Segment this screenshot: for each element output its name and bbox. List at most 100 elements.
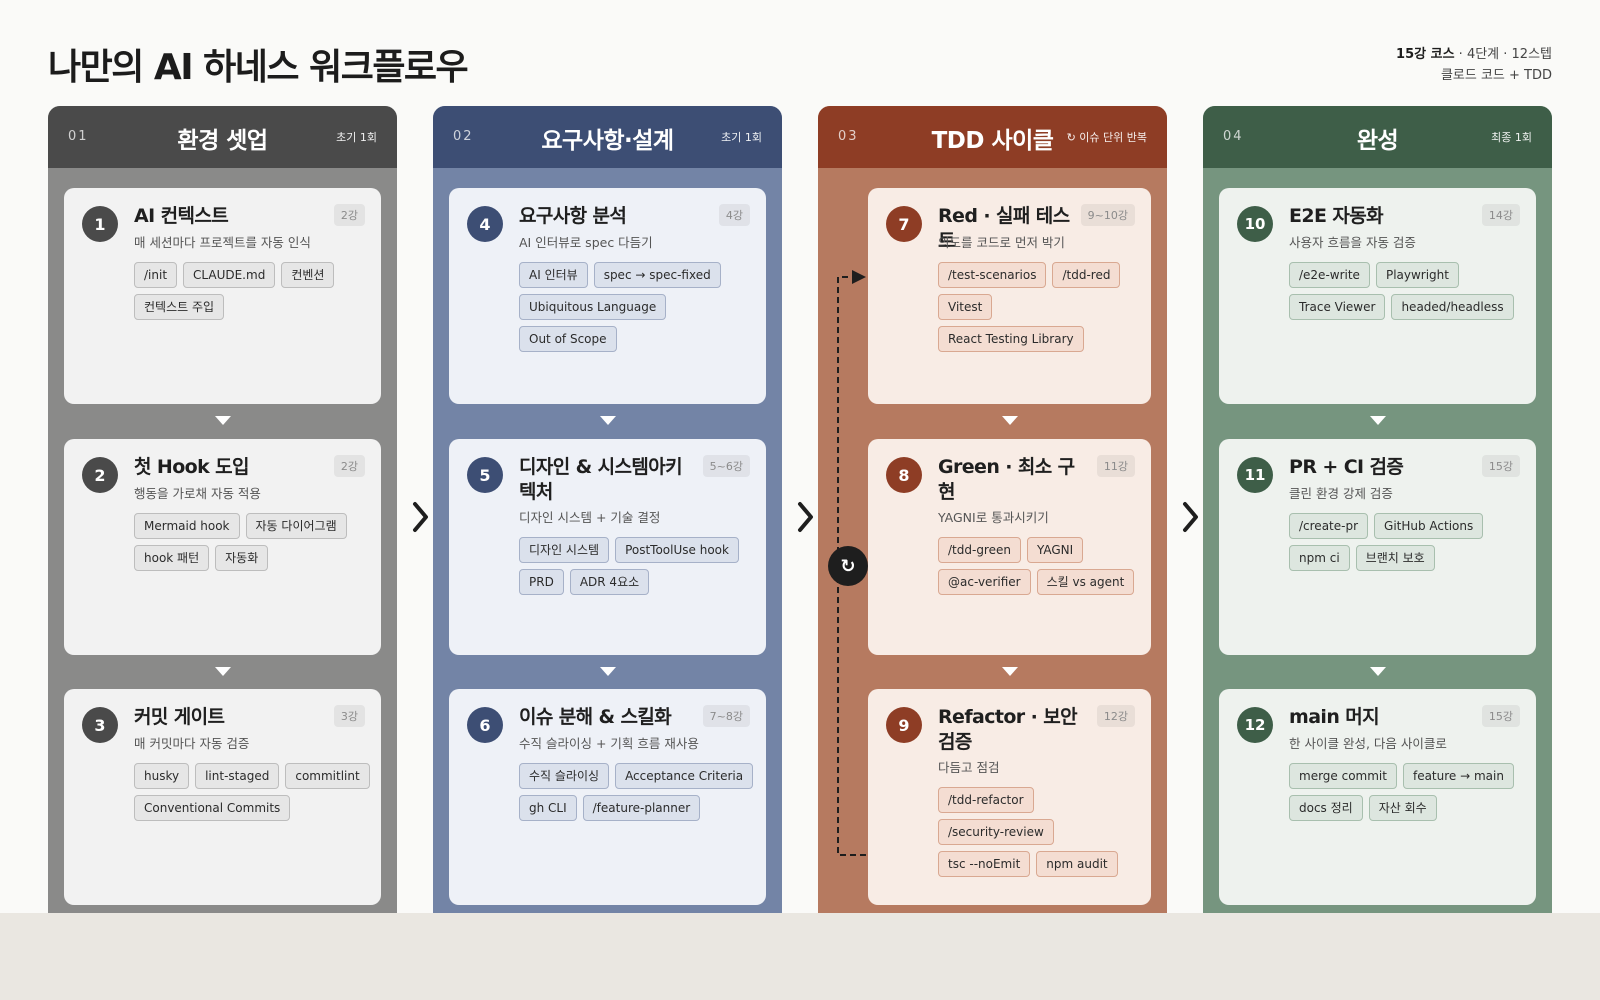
phase-title: 환경 셋업 bbox=[177, 128, 268, 154]
phase-frequency: 초기 1회 bbox=[336, 131, 377, 144]
tool-chip: React Testing Library bbox=[938, 326, 1084, 352]
lecture-badge: 4강 bbox=[718, 204, 750, 226]
tool-chip: /e2e-write bbox=[1289, 262, 1370, 288]
step-description: 한 사이클 완성, 다음 사이클로 bbox=[1289, 736, 1447, 751]
tool-chip: Playwright bbox=[1375, 262, 1459, 288]
tool-chip: CLAUDE.md bbox=[183, 262, 276, 288]
tool-chip: 자동화 bbox=[215, 545, 269, 571]
step-title: AI 컨텍스트 bbox=[134, 205, 229, 227]
step-title: Refactor · 보안 검증 bbox=[938, 706, 1078, 753]
step-description: 행동을 가로채 자동 적용 bbox=[134, 486, 261, 501]
step-title: 이슈 분해 & 스킬화 bbox=[519, 706, 672, 728]
tool-chip: Conventional Commits bbox=[134, 795, 291, 821]
tool-chip: /security-review bbox=[938, 819, 1054, 845]
tool-chip: feature → main bbox=[1402, 763, 1514, 789]
step-number-badge: 7 bbox=[886, 206, 922, 242]
lecture-badge: 14강 bbox=[1481, 204, 1520, 226]
step-description: 매 세션마다 프로젝트를 자동 인식 bbox=[134, 235, 311, 250]
course-meta-steps: · 4단계 · 12스텝 bbox=[1454, 47, 1552, 62]
lecture-badge: 2강 bbox=[333, 455, 365, 477]
step-title: 첫 Hook 도입 bbox=[134, 456, 250, 478]
step-number-badge: 10 bbox=[1237, 206, 1273, 242]
tool-chip: lint-staged bbox=[195, 763, 280, 789]
step-description: 클린 환경 강제 검증 bbox=[1289, 486, 1393, 501]
phase-frequency: ↻ 이슈 단위 반복 bbox=[1066, 131, 1147, 144]
down-arrow-icon bbox=[1369, 416, 1386, 425]
tool-chip: /init bbox=[134, 262, 178, 288]
step-number-badge: 6 bbox=[467, 707, 503, 743]
tool-chip: /create-pr bbox=[1289, 513, 1369, 539]
step-description: 매 커밋마다 자동 검증 bbox=[134, 736, 250, 751]
phase-number: 01 bbox=[68, 129, 89, 144]
step-number-badge: 12 bbox=[1237, 707, 1273, 743]
tool-chip: /test-scenarios bbox=[938, 262, 1047, 288]
tool-chip: GitHub Actions bbox=[1374, 513, 1484, 539]
step-description: 다듬고 점검 bbox=[938, 760, 1000, 775]
tool-chip: /tdd-refactor bbox=[938, 787, 1034, 813]
lecture-badge: 15강 bbox=[1481, 705, 1520, 727]
tool-chip: ADR 4요소 bbox=[569, 569, 650, 595]
next-phase-chevron-icon bbox=[1183, 502, 1198, 532]
step-title: Red · 실패 테스트 bbox=[938, 205, 1070, 252]
phase-title: 완성 bbox=[1356, 128, 1399, 154]
tool-chip: PRD bbox=[519, 569, 564, 595]
tool-chip: /tdd-red bbox=[1052, 262, 1121, 288]
step-description: 의도를 코드로 먼저 박기 bbox=[938, 235, 1065, 250]
tool-chip: 컨벤션 bbox=[281, 262, 335, 288]
tool-chip: gh CLI bbox=[519, 795, 577, 821]
phase-title: TDD 사이클 bbox=[931, 128, 1054, 154]
tool-chip: AI 인터뷰 bbox=[519, 262, 588, 288]
tool-chip: npm audit bbox=[1036, 851, 1118, 877]
step-number-badge: 4 bbox=[467, 206, 503, 242]
tool-chip: PostToolUse hook bbox=[615, 537, 739, 563]
tool-chip: /feature-planner bbox=[582, 795, 701, 821]
tool-chip: /tdd-green bbox=[938, 537, 1021, 563]
lecture-badge: 7~8강 bbox=[702, 705, 750, 727]
step-title: main 머지 bbox=[1289, 706, 1380, 728]
tool-chip: commitlint bbox=[285, 763, 370, 789]
down-arrow-icon bbox=[214, 416, 231, 425]
lecture-badge: 3강 bbox=[333, 705, 365, 727]
step-title: PR + CI 검증 bbox=[1289, 456, 1404, 478]
tool-chip: 수직 슬라이싱 bbox=[519, 763, 610, 789]
step-description: 사용자 흐름을 자동 검증 bbox=[1289, 235, 1416, 250]
down-arrow-icon bbox=[1001, 667, 1018, 676]
tool-chip: 컨텍스트 주입 bbox=[134, 294, 225, 320]
next-phase-chevron-icon bbox=[413, 502, 428, 532]
step-number-badge: 5 bbox=[467, 457, 503, 493]
lecture-badge: 15강 bbox=[1481, 455, 1520, 477]
course-meta: 15강 코스 · 4단계 · 12스텝 클로드 코드 + TDD bbox=[1396, 44, 1552, 86]
tool-chip: 디자인 시스템 bbox=[519, 537, 610, 563]
down-arrow-icon bbox=[214, 667, 231, 676]
page-title: 나만의 AI 하네스 워크플로우 bbox=[48, 47, 469, 88]
phase-number: 02 bbox=[453, 129, 474, 144]
phase-header: 01 환경 셋업 초기 1회 bbox=[48, 106, 397, 168]
tool-chip: Ubiquitous Language bbox=[519, 294, 667, 320]
step-description: 디자인 시스템 + 기술 결정 bbox=[519, 510, 661, 525]
tool-chip: @ac-verifier bbox=[938, 569, 1031, 595]
